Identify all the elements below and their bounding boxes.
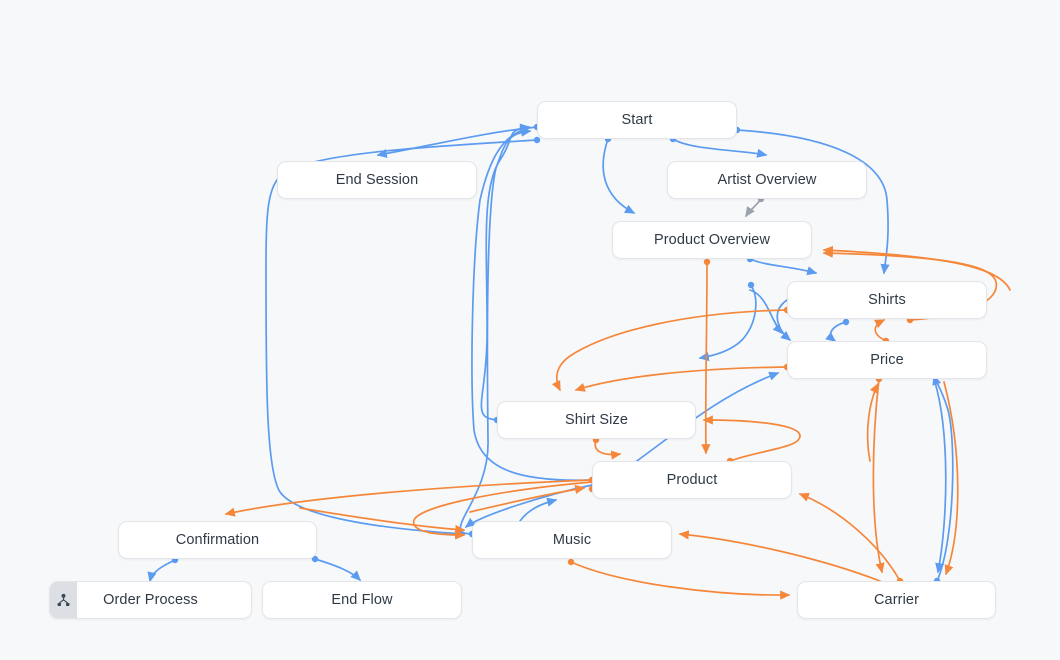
node-label: Music — [552, 532, 592, 548]
node-end-session[interactable]: End Session — [277, 161, 477, 199]
node-label: Artist Overview — [717, 172, 817, 188]
node-start[interactable]: Start — [537, 101, 737, 139]
node-artist-overview[interactable]: Artist Overview — [667, 161, 867, 199]
node-product[interactable]: Product — [592, 461, 792, 499]
node-label: Product Overview — [653, 232, 771, 248]
node-shirts[interactable]: Shirts — [787, 281, 987, 319]
node-label: End Session — [335, 172, 419, 188]
node-label: End Flow — [331, 592, 393, 608]
node-label: Start — [621, 112, 653, 128]
node-label: Product — [666, 472, 718, 488]
node-shirt-size[interactable]: Shirt Size — [497, 401, 696, 439]
node-label: Shirts — [868, 292, 906, 308]
node-price[interactable]: Price — [787, 341, 987, 379]
node-product-overview[interactable]: Product Overview — [612, 221, 812, 259]
node-confirmation[interactable]: Confirmation — [118, 521, 317, 559]
node-label: Carrier — [873, 592, 919, 608]
node-order-process[interactable]: Order Process — [49, 581, 252, 619]
node-label: Price — [870, 352, 904, 368]
node-carrier[interactable]: Carrier — [797, 581, 996, 619]
subflow-icon[interactable] — [50, 582, 77, 618]
node-music[interactable]: Music — [472, 521, 672, 559]
node-label: Shirt Size — [564, 412, 629, 428]
node-label: Confirmation — [175, 532, 260, 548]
node-label: Order Process — [103, 592, 198, 608]
node-end-flow[interactable]: End Flow — [262, 581, 462, 619]
